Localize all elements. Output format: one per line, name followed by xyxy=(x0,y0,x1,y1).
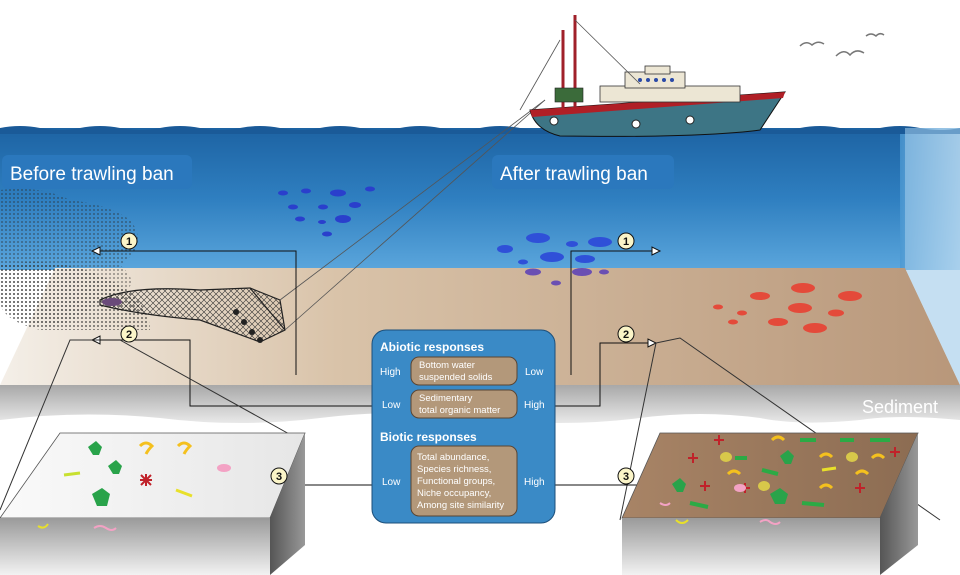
abiotic-row2-right: High xyxy=(524,400,545,411)
benthic-fauna-icon xyxy=(37,441,231,531)
biotic-line: Among site similarity xyxy=(417,500,504,511)
seagull-icon xyxy=(799,32,885,57)
sea-water xyxy=(0,128,960,270)
sediment-label: Sediment xyxy=(862,397,938,417)
after-label-box xyxy=(492,155,674,189)
trawl-net-icon xyxy=(99,99,546,343)
abiotic-title: Abiotic responses xyxy=(380,340,484,354)
before-label: Before trawling ban xyxy=(10,164,174,185)
biotic-line: Niche occupancy, xyxy=(417,488,491,499)
marker-1-before: 1 xyxy=(126,236,132,248)
benthic-fauna-icon xyxy=(659,435,900,525)
sediment-block-after xyxy=(621,432,919,575)
marker-1-after: 1 xyxy=(623,236,629,248)
fish-school-icon xyxy=(497,233,862,333)
sediment-block-before xyxy=(0,432,306,575)
marker-2-before: 2 xyxy=(126,329,132,341)
abiotic-row2-line2: total organic matter xyxy=(419,405,500,416)
biotic-line: Functional groups, xyxy=(417,476,495,487)
fishing-boat-icon xyxy=(519,15,786,137)
before-label-box xyxy=(2,155,192,189)
sea-surface xyxy=(0,126,960,134)
abiotic-row1-left: High xyxy=(380,367,401,378)
abiotic-row1-line1: Bottom water xyxy=(419,360,475,371)
abiotic-row2-line1: Sedimentary xyxy=(419,393,473,404)
response-arrow-1 xyxy=(90,246,662,375)
abiotic-row1-right: Low xyxy=(525,367,544,378)
marker-badges xyxy=(120,232,635,485)
biotic-line: Total abundance, xyxy=(417,452,489,463)
abiotic-row1-line2: suspended solids xyxy=(419,372,493,383)
fish-school-icon xyxy=(278,186,375,237)
suspended-solids-cloud xyxy=(0,188,150,330)
marker-3-before: 3 xyxy=(276,471,282,483)
abiotic-row2-left: Low xyxy=(382,400,401,411)
response-panel xyxy=(371,329,556,524)
after-label: After trawling ban xyxy=(500,164,648,185)
biotic-title: Biotic responses xyxy=(380,430,477,444)
marker-2-after: 2 xyxy=(623,329,629,341)
biotic-right: High xyxy=(524,477,545,488)
marker-3-after: 3 xyxy=(623,471,629,483)
biotic-line: Species richness, xyxy=(417,464,491,475)
biotic-left: Low xyxy=(382,477,401,488)
